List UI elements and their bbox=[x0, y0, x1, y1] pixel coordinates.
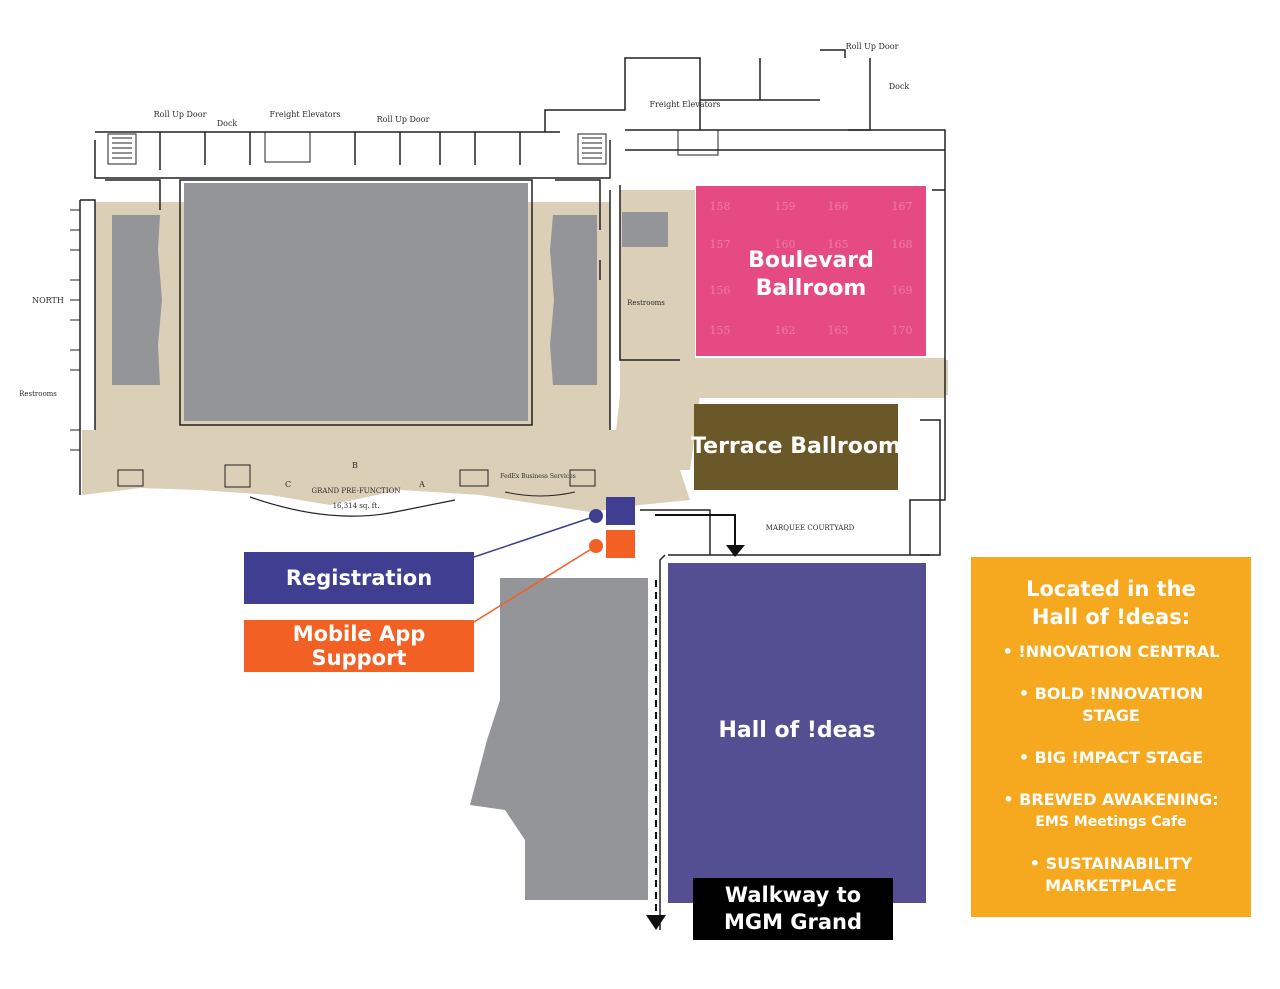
mobile-app-legend-line1: Mobile App bbox=[292, 622, 426, 646]
dock-right-label: Dock bbox=[889, 82, 910, 91]
section-a-label: A bbox=[418, 480, 425, 489]
right-ballroom bbox=[550, 215, 597, 385]
restrooms-left-label: Restrooms bbox=[19, 390, 57, 398]
walkway-arrow-upper bbox=[655, 514, 736, 545]
info-item: • SUSTAINABILITY MARKETPLACE bbox=[977, 853, 1245, 897]
grand-ballroom bbox=[184, 183, 528, 421]
booth-number: 160 bbox=[775, 238, 796, 251]
boulevard-ballroom[interactable] bbox=[696, 186, 926, 356]
arrow-down-icon bbox=[726, 545, 745, 557]
info-item-line1: • !NNOVATION CENTRAL bbox=[1002, 642, 1220, 661]
booth-number: 162 bbox=[775, 324, 796, 337]
booth-number: 166 bbox=[828, 200, 849, 213]
arrow-down-icon bbox=[646, 915, 666, 930]
fedex-label: FedEx Business Services bbox=[500, 473, 575, 480]
info-title-line1: Located in the bbox=[1026, 577, 1196, 601]
info-panel-title: Located in the Hall of !deas: bbox=[971, 575, 1251, 631]
info-item-line1: • BIG !MPACT STAGE bbox=[1018, 748, 1204, 767]
info-item: • !NNOVATION CENTRAL bbox=[977, 641, 1245, 663]
left-exhibit-hall bbox=[470, 578, 648, 900]
roll-up-door-right-label: Roll Up Door bbox=[846, 42, 899, 51]
booth-number: 170 bbox=[892, 324, 913, 337]
booth-number: 157 bbox=[710, 238, 731, 251]
info-title-line2: Hall of !deas: bbox=[1031, 605, 1191, 629]
booth-number: 159 bbox=[775, 200, 796, 213]
dock-left-label: Dock bbox=[217, 119, 238, 128]
terrace-label: Terrace Ballroom bbox=[691, 434, 901, 459]
grand-prefunction-label: GRAND PRE-FUNCTION bbox=[311, 487, 400, 495]
left-ballroom bbox=[112, 215, 162, 385]
booth-number: 163 bbox=[828, 324, 849, 337]
grand-prefunction-size: 16,314 sq. ft. bbox=[333, 502, 380, 510]
booth-number: 161 bbox=[775, 284, 796, 297]
info-item-subtitle: EMS Meetings Cafe bbox=[1035, 814, 1187, 830]
north-label: NORTH bbox=[32, 296, 64, 305]
boulevard-label-line1: Boulevard bbox=[748, 248, 874, 273]
info-item: • BIG !MPACT STAGE bbox=[977, 747, 1245, 769]
hall-of-ideas-info-panel: Located in the Hall of !deas: • !NNOVATI… bbox=[971, 557, 1251, 917]
info-item: • BREWED AWAKENING: EMS Meetings Cafe bbox=[977, 789, 1245, 833]
registration-legend-text: Registration bbox=[285, 566, 433, 590]
registration-marker[interactable] bbox=[606, 497, 635, 525]
terrace-ballroom[interactable] bbox=[694, 404, 898, 490]
walkway-label-line1: Walkway to bbox=[724, 883, 862, 907]
registration-leader-line bbox=[473, 515, 597, 558]
booth-number: 165 bbox=[828, 238, 849, 251]
booth-number: 168 bbox=[892, 238, 913, 251]
info-item-line1: • BOLD !NNOVATION bbox=[1018, 684, 1204, 703]
booth-number: 164 bbox=[828, 284, 849, 297]
roll-up-door-mid-label: Roll Up Door bbox=[377, 115, 430, 124]
booth-number: 169 bbox=[892, 284, 913, 297]
hall-of-ideas[interactable] bbox=[668, 563, 926, 903]
map-labels: Roll Up Door Dock Freight Elevators Roll… bbox=[19, 42, 909, 532]
info-item-line1: • BREWED AWAKENING: bbox=[1003, 790, 1219, 809]
walkway-label-line2: MGM Grand bbox=[723, 910, 863, 934]
stair-details bbox=[70, 129, 719, 488]
walkway-label[interactable]: Walkway to MGM Grand bbox=[693, 878, 893, 940]
booth-number: 156 bbox=[710, 284, 731, 297]
registration-legend[interactable]: Registration bbox=[244, 552, 474, 604]
info-item-line1: • SUSTAINABILITY bbox=[1029, 854, 1193, 873]
boulevard-booth-numbers: 158 159 166 167 157 160 165 168 156 161 … bbox=[710, 200, 913, 337]
booth-number: 155 bbox=[710, 324, 731, 337]
boulevard-label-line2: Ballroom bbox=[756, 276, 867, 301]
booth-number: 167 bbox=[892, 200, 913, 213]
mobile-app-marker[interactable] bbox=[606, 530, 635, 558]
section-c-label: C bbox=[285, 480, 291, 489]
restrooms-mid-label: Restrooms bbox=[627, 299, 665, 307]
mobile-app-legend-line2: Support bbox=[311, 646, 407, 670]
fedex-arch bbox=[504, 491, 576, 497]
marquee-courtyard-label: MARQUEE COURTYARD bbox=[766, 524, 855, 532]
mobile-app-leader-line bbox=[473, 545, 597, 623]
small-gray-room bbox=[622, 212, 668, 247]
booth-number: 158 bbox=[710, 200, 731, 213]
roll-up-door-left-label: Roll Up Door bbox=[154, 110, 207, 119]
hall-of-ideas-label: Hall of !deas bbox=[719, 718, 876, 743]
mobile-app-legend[interactable]: Mobile App Support bbox=[244, 620, 474, 672]
info-item-line2: MARKETPLACE bbox=[1045, 876, 1177, 895]
freight-elevators-right-label: Freight Elevators bbox=[649, 100, 720, 109]
prefunction-arch bbox=[249, 496, 456, 517]
gray-rooms bbox=[112, 183, 668, 900]
building-outline bbox=[79, 49, 946, 930]
info-item: • BOLD !NNOVATION STAGE bbox=[977, 683, 1245, 727]
freight-elevators-left-label: Freight Elevators bbox=[269, 110, 340, 119]
info-item-line2: STAGE bbox=[1082, 706, 1140, 725]
section-b-label: B bbox=[352, 461, 358, 470]
